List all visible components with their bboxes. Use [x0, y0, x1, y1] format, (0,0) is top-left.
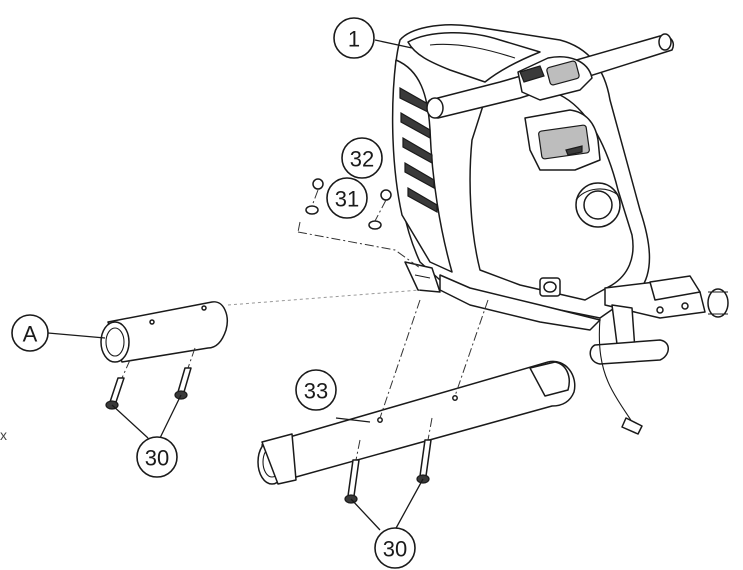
callout-1: 1 — [333, 17, 375, 59]
callout-31-label: 31 — [335, 187, 359, 212]
seat-rail-assembly — [589, 275, 729, 435]
callout-30-left-label: 30 — [145, 446, 169, 471]
callout-32: 32 — [341, 137, 383, 179]
leader-lines — [47, 39, 424, 531]
callout-33-label: 33 — [304, 379, 328, 404]
callout-a-label: A — [23, 322, 38, 347]
callout-33: 33 — [295, 369, 337, 411]
callout-30-left: 30 — [136, 436, 178, 478]
handlebar — [426, 33, 674, 119]
acorn-nut-and-washer-set — [297, 178, 421, 269]
callout-1-label: 1 — [348, 27, 360, 52]
rear-tube-a — [100, 289, 421, 410]
front-stabilizer-33 — [257, 299, 576, 504]
callout-30-right-label: 30 — [383, 537, 407, 562]
mounting-bracket — [404, 261, 441, 293]
callout-30-right: 30 — [374, 527, 416, 569]
stray-mark: x — [0, 427, 7, 443]
callout-a: A — [11, 314, 49, 352]
callout-32-label: 32 — [350, 147, 374, 172]
callout-31: 31 — [326, 177, 368, 219]
